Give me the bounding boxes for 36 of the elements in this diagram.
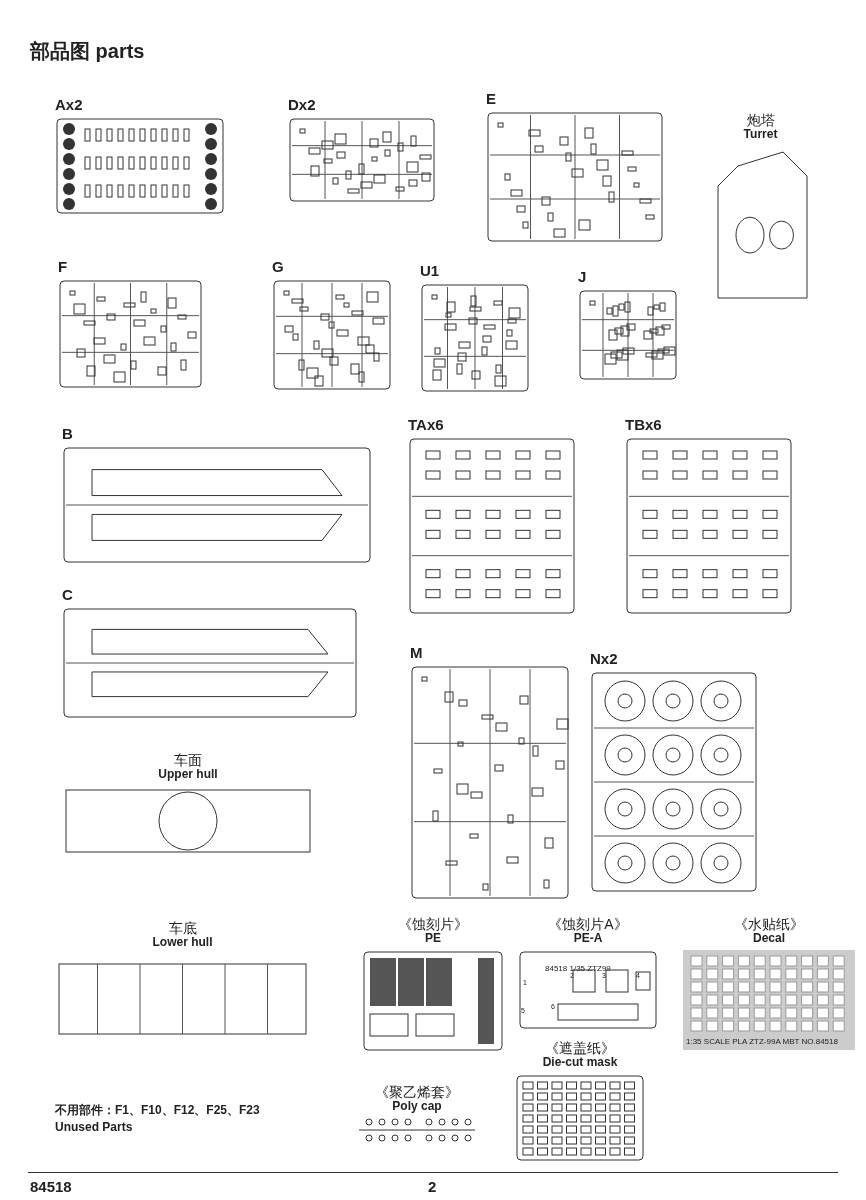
part-heading: 《蚀刻片A》	[548, 916, 628, 933]
part-heading: 《聚乙烯套》	[375, 1084, 459, 1101]
part-heading: 《遮盖纸》	[545, 1040, 615, 1057]
part-subheading: Decal	[753, 932, 785, 946]
page-title: 部品图 parts	[30, 39, 145, 64]
part-heading: TAx6	[408, 416, 444, 434]
part-subheading: Upper hull	[158, 768, 218, 782]
part-heading: TBx6	[625, 416, 662, 434]
part-heading: 《水贴纸》	[734, 916, 804, 933]
note-text: 84518 1/35 ZTZ99	[545, 964, 611, 973]
part-heading: 《蚀刻片》	[398, 916, 468, 933]
part-heading: U1	[420, 262, 440, 280]
part-heading: G	[272, 258, 284, 276]
part-subheading: Lower hull	[152, 936, 213, 950]
part-heading: J	[578, 268, 587, 286]
part-heading: 车面	[174, 752, 202, 769]
part-heading: 炮塔	[746, 112, 775, 129]
note-text: Unused Parts	[55, 1120, 133, 1134]
part-heading: E	[486, 90, 496, 108]
kit-number: 84518	[30, 1178, 72, 1195]
part-heading: 车底	[168, 920, 197, 937]
part-subheading: Poly cap	[392, 1100, 442, 1114]
part-subheading: Die-cut mask	[542, 1056, 618, 1070]
part-subheading: PE-A	[573, 932, 603, 946]
part-heading: F	[58, 258, 68, 276]
note-text: 不用部件：F1、F10、F12、F25、F23	[55, 1102, 260, 1119]
part-heading: Nx2	[590, 650, 618, 668]
page-number: 2	[428, 1178, 437, 1195]
part-heading: B	[62, 425, 73, 443]
part-subheading: Turret	[743, 128, 778, 142]
part-heading: M	[410, 644, 423, 662]
part-heading: Dx2	[288, 96, 316, 114]
part-subheading: PE	[425, 932, 441, 946]
part-heading: C	[62, 586, 73, 604]
part-heading: Ax2	[55, 96, 83, 114]
note-text: 1:35 SCALE PLA ZTZ-99A MBT NO.84518	[686, 1037, 838, 1046]
